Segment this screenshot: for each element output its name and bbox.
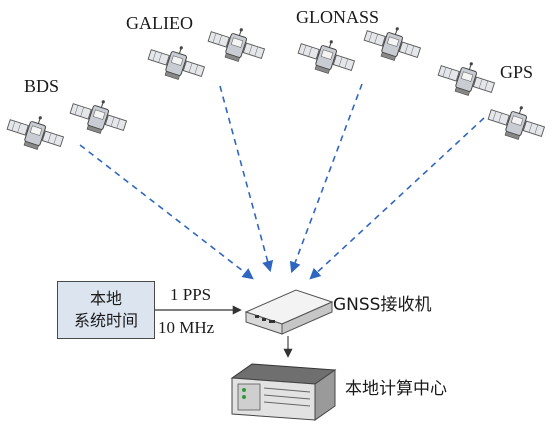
bds-satellite-icon-2 [66,91,131,141]
local-system-time-line2: 系统时间 [73,311,138,330]
bds-satellite-icon-1 [3,107,68,157]
bds-signal-link [79,144,254,280]
freq-label: 10 MHz [158,318,215,337]
galileo-signal-link [219,85,274,273]
gps-satellite-icon-2 [484,97,549,147]
glonass-label: GLONASS [296,7,380,27]
glonass-satellite-icon-1 [294,31,359,81]
gps-label: GPS [500,62,534,82]
compute-center-label: 本地计算中心 [345,379,447,399]
gps-satellite-icon-1 [434,53,499,103]
gnss-receiver-label: GNSS接收机 [333,295,432,315]
local-system-time-box: 本地 系统时间 [57,281,155,339]
pps-label: 1 PPS [170,285,212,304]
galileo-satellite-icon-1 [144,37,209,87]
gnss-receiver-icon [244,289,334,335]
bds-label: BDS [24,76,60,96]
galileo-satellite-icon-2 [204,19,269,69]
server-icon [230,363,337,421]
galileo-label: GALIEO [126,13,193,33]
local-system-time-line1: 本地 [89,289,122,308]
gps-signal-link [309,117,485,280]
glonass-signal-link [289,83,363,274]
